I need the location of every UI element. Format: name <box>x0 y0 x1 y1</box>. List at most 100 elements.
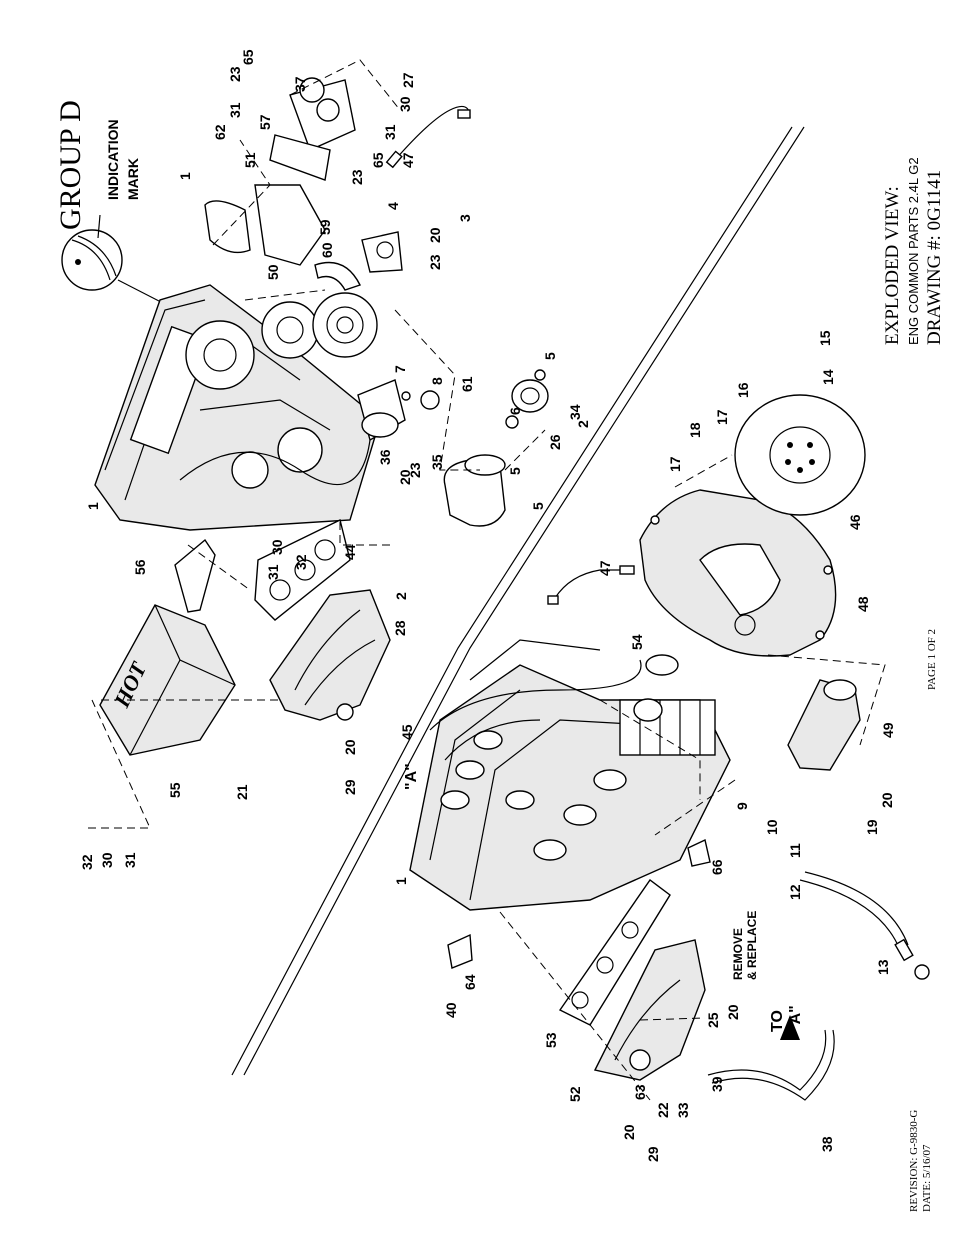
callout-label: 20 <box>342 739 358 755</box>
exhaust-manifold-upper <box>269 589 391 721</box>
callout-label: 57 <box>257 114 273 130</box>
indication-mark-label: INDICATION MARK <box>105 119 141 200</box>
callout-label: 31 <box>382 124 398 140</box>
callout-label: 8 <box>429 377 445 385</box>
callout-label: 56 <box>132 559 148 575</box>
callout-label: 32 <box>79 854 95 870</box>
callout-label: 65 <box>370 152 386 168</box>
callout-label: 10 <box>764 819 780 835</box>
callout-label: 1 <box>393 877 409 885</box>
callout-label: 63 <box>632 1084 648 1100</box>
spacer-plate <box>633 654 679 722</box>
callout-label: 23 <box>227 66 243 82</box>
svg-text:INDICATION: INDICATION <box>105 119 121 200</box>
callout-label: 49 <box>880 722 896 738</box>
callout-label: 25 <box>705 1012 721 1028</box>
callout-label: 17 <box>667 456 683 472</box>
page-label: PAGE 1 OF 2 <box>926 629 938 690</box>
callout-label: 9 <box>734 802 750 810</box>
title-block: EXPLODED VIEW: ENG COMMON PARTS 2.4L G2 … <box>882 157 945 345</box>
callout-label: 30 <box>99 852 115 868</box>
callout-label: 30 <box>397 96 413 112</box>
callout-label: 11 <box>787 843 803 858</box>
svg-text:ENG COMMON PARTS 2.4L G2: ENG COMMON PARTS 2.4L G2 <box>906 157 921 345</box>
callout-label: 21 <box>234 784 250 800</box>
divider-line <box>231 126 805 1076</box>
callout-label: 52 <box>567 1086 583 1102</box>
exhaust-gasket-upper <box>254 518 351 621</box>
callout-label: 36 <box>377 449 393 465</box>
callout-label: 19 <box>864 819 880 835</box>
callout-label: 59 <box>317 219 333 235</box>
callout-label: 1 <box>85 502 101 510</box>
callout-label: 20 <box>427 227 443 243</box>
bracket-64 <box>447 933 473 969</box>
callout-label: 35 <box>429 454 445 470</box>
callout-label: 33 <box>675 1102 691 1118</box>
lower-engine-block <box>409 639 731 911</box>
heat-shield: HOT <box>99 604 236 756</box>
callout-label: 53 <box>543 1032 559 1048</box>
callout-label: 46 <box>847 514 863 530</box>
callout-label: 20 <box>725 1004 741 1020</box>
callout-label: 23 <box>427 254 443 270</box>
callout-label: 27 <box>400 72 416 88</box>
callout-label: 4 <box>385 202 401 210</box>
thermostat-housing <box>357 379 440 442</box>
indication-mark-detail <box>61 214 197 321</box>
callout-label: 55 <box>167 782 183 798</box>
callout-label: 16 <box>735 382 751 398</box>
callout-label: 31 <box>265 564 281 580</box>
revision-block: REVISION: G-9830-G DATE: 5/16/07 <box>908 1110 933 1212</box>
sensor-wire-upper <box>385 105 471 169</box>
callout-label: 15 <box>817 330 833 346</box>
callout-label: 62 <box>212 124 228 140</box>
callout-label: 51 <box>242 152 258 168</box>
callout-label: 34 <box>567 404 583 420</box>
arrow-to-a <box>780 1015 800 1040</box>
bracket-66 <box>687 838 711 867</box>
svg-text:"A": "A" <box>403 763 420 790</box>
svg-text:REMOVE: REMOVE <box>731 928 745 980</box>
timing-cover-group <box>204 77 403 291</box>
callout-label: 7 <box>392 365 408 373</box>
callout-label: 6 <box>507 407 523 415</box>
callout-label: 44 <box>342 544 358 560</box>
svg-text:DRAWING #: 0G1141: DRAWING #: 0G1141 <box>924 170 945 345</box>
svg-text:REVISION: G-9830-G: REVISION: G-9830-G <box>908 1110 920 1212</box>
callout-label: 54 <box>629 634 645 650</box>
svg-text:& REPLACE: & REPLACE <box>745 911 759 980</box>
callout-label: 31 <box>227 102 243 118</box>
shield-bracket <box>174 538 216 613</box>
starter-motor <box>787 679 861 771</box>
callout-label: 40 <box>443 1002 459 1018</box>
svg-text:GROUP D: GROUP D <box>54 100 87 230</box>
callout-label: 30 <box>269 539 285 555</box>
bell-housing <box>639 489 837 657</box>
callout-label: 65 <box>240 49 256 65</box>
callout-label: 37 <box>292 76 308 92</box>
callout-label: 5 <box>530 502 546 510</box>
callout-label: 29 <box>342 779 358 795</box>
exhaust-gasket-lower <box>558 879 671 1026</box>
svg-text:DATE: 5/16/07: DATE: 5/16/07 <box>921 1144 933 1212</box>
callout-label: 47 <box>597 560 613 576</box>
callout-label: 12 <box>787 884 803 900</box>
callout-label: 29 <box>645 1146 661 1162</box>
callout-label: 60 <box>319 242 335 258</box>
callout-label: 5 <box>507 467 523 475</box>
callout-label: 64 <box>462 974 478 990</box>
callout-label: 5 <box>542 352 558 360</box>
svg-text:MARK: MARK <box>125 158 141 200</box>
callout-label: 13 <box>875 959 891 975</box>
callouts: 1 1 1 2 2 3 4 5 5 5 6 7 8 9 10 11 12 13 … <box>79 49 896 1162</box>
remove-replace-note: REMOVE & REPLACE <box>731 911 759 980</box>
oil-filter <box>443 369 549 527</box>
callout-label: 20 <box>397 469 413 485</box>
callout-label: 31 <box>122 852 138 868</box>
exhaust-manifold-lower <box>593 939 706 1081</box>
callout-label: 32 <box>293 554 309 570</box>
callout-label: 39 <box>709 1076 725 1092</box>
callout-label: 3 <box>457 214 473 222</box>
